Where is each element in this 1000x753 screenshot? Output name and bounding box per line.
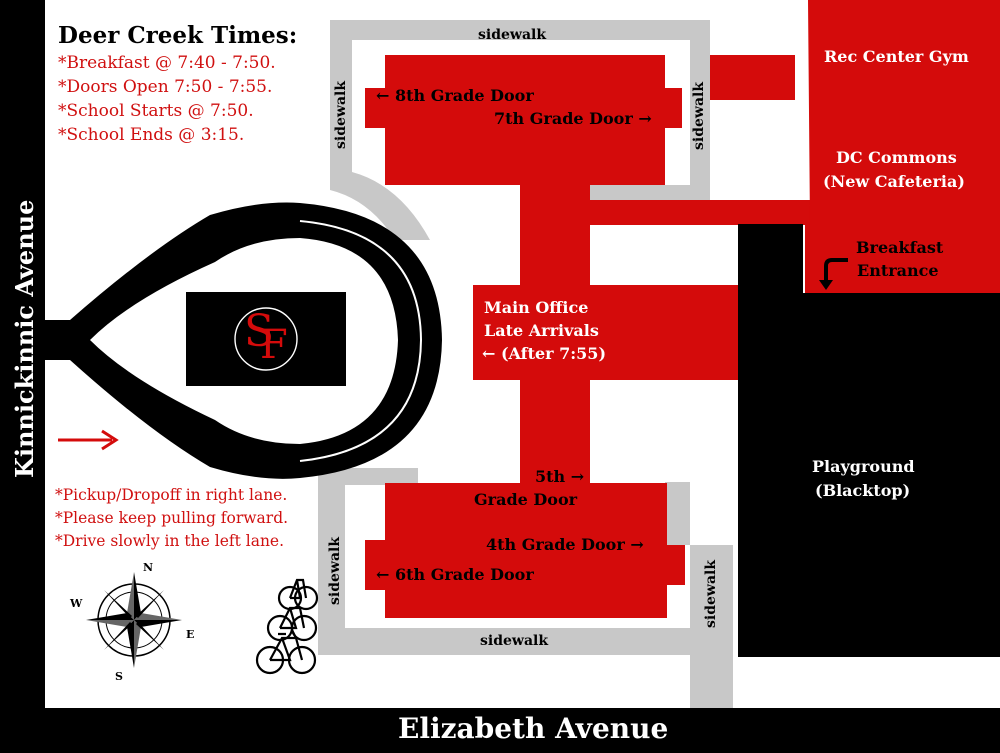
logo-letter-f: F [260, 322, 288, 368]
door-8th-grade: ← 8th Grade Door [376, 86, 534, 105]
link-to-commons [585, 200, 815, 225]
main-office-block [473, 285, 738, 380]
sidewalk-label-bottom: sidewalk [480, 633, 549, 649]
commons-line-1: DC Commons [836, 148, 957, 167]
note-item: *Please keep pulling forward. [55, 509, 289, 527]
breakfast-entrance-line-2: Entrance [857, 261, 939, 280]
main-office-line-2: Late Arrivals [484, 321, 599, 340]
playground-line-1: Playground [812, 457, 915, 476]
note-item: *Pickup/Dropoff in right lane. [55, 486, 288, 504]
times-item: *School Ends @ 3:15. [58, 125, 245, 145]
note-item: *Drive slowly in the left lane. [55, 532, 285, 550]
compass-east: E [186, 628, 195, 641]
compass-north: N [143, 561, 154, 574]
compass-west: W [70, 597, 83, 610]
sidewalk-label-left-upper: sidewalk [333, 80, 349, 149]
main-office-line-3: ← (After 7:55) [482, 344, 607, 363]
logo-letter-s: S [244, 306, 275, 357]
commons-line-2: (New Cafeteria) [823, 172, 965, 191]
school-logo: S F [242, 306, 292, 372]
times-panel: Deer Creek Times: *Breakfast @ 7:40 - 7:… [58, 22, 297, 147]
breakfast-entrance-line-1: Breakfast [856, 238, 944, 257]
right-arrow-icon [58, 429, 119, 451]
door-4th-grade: 4th Grade Door → [486, 535, 644, 554]
bicycle-rack-icon [255, 578, 319, 675]
dropoff-arc [300, 203, 442, 478]
sidewalk-label-right-upper: sidewalk [691, 81, 707, 150]
breakfast-entrance-arrow-icon [824, 258, 848, 282]
connector-upper [520, 180, 590, 290]
logo-circle [234, 307, 298, 371]
rec-center-gym: Rec Center Gym [824, 47, 969, 66]
sidewalk-label-left-lower: sidewalk [327, 536, 343, 605]
lower-wing [385, 483, 667, 618]
playground-line-2: (Blacktop) [815, 481, 911, 500]
playground [738, 224, 1000, 657]
door-5th-grade-line-2: Grade Door [474, 490, 578, 509]
door-5th-grade-line-1: 5th → [535, 467, 585, 486]
door-6th-grade: ← 6th Grade Door [376, 565, 534, 584]
street-elizabeth: Elizabeth Avenue [398, 712, 669, 745]
times-title: Deer Creek Times: [58, 22, 298, 49]
driving-notes: *Pickup/Dropoff in right lane. *Please k… [55, 484, 288, 553]
upper-wing-ext-right [660, 88, 682, 128]
dropoff-loop [45, 202, 300, 479]
lower-wing-ext-left [365, 540, 395, 590]
times-item: *Doors Open 7:50 - 7:55. [58, 77, 273, 97]
compass-rose-icon [86, 572, 182, 668]
breakfast-arrow-head [819, 280, 833, 290]
upper-wing [385, 55, 665, 185]
door-7th-grade: 7th Grade Door → [494, 109, 652, 128]
dropoff-lane-line [299, 220, 423, 462]
times-item: *School Starts @ 7:50. [58, 101, 254, 121]
times-item: *Breakfast @ 7:40 - 7:50. [58, 53, 276, 73]
compass-south: S [115, 670, 123, 683]
upper-wing-ext-left [365, 88, 395, 128]
main-office-line-1: Main Office [484, 298, 589, 317]
rec-center-commons [805, 0, 1000, 293]
sidewalk-label-top: sidewalk [478, 27, 547, 43]
street-kinnickinnic: Kinnickinnic Avenue [10, 199, 39, 478]
connector-lower [520, 375, 590, 490]
sidewalk-lower [318, 468, 733, 708]
sidewalk-label-right-lower: sidewalk [703, 559, 719, 628]
rec-center-annex [710, 55, 795, 100]
lower-wing-ext-right [660, 545, 685, 585]
